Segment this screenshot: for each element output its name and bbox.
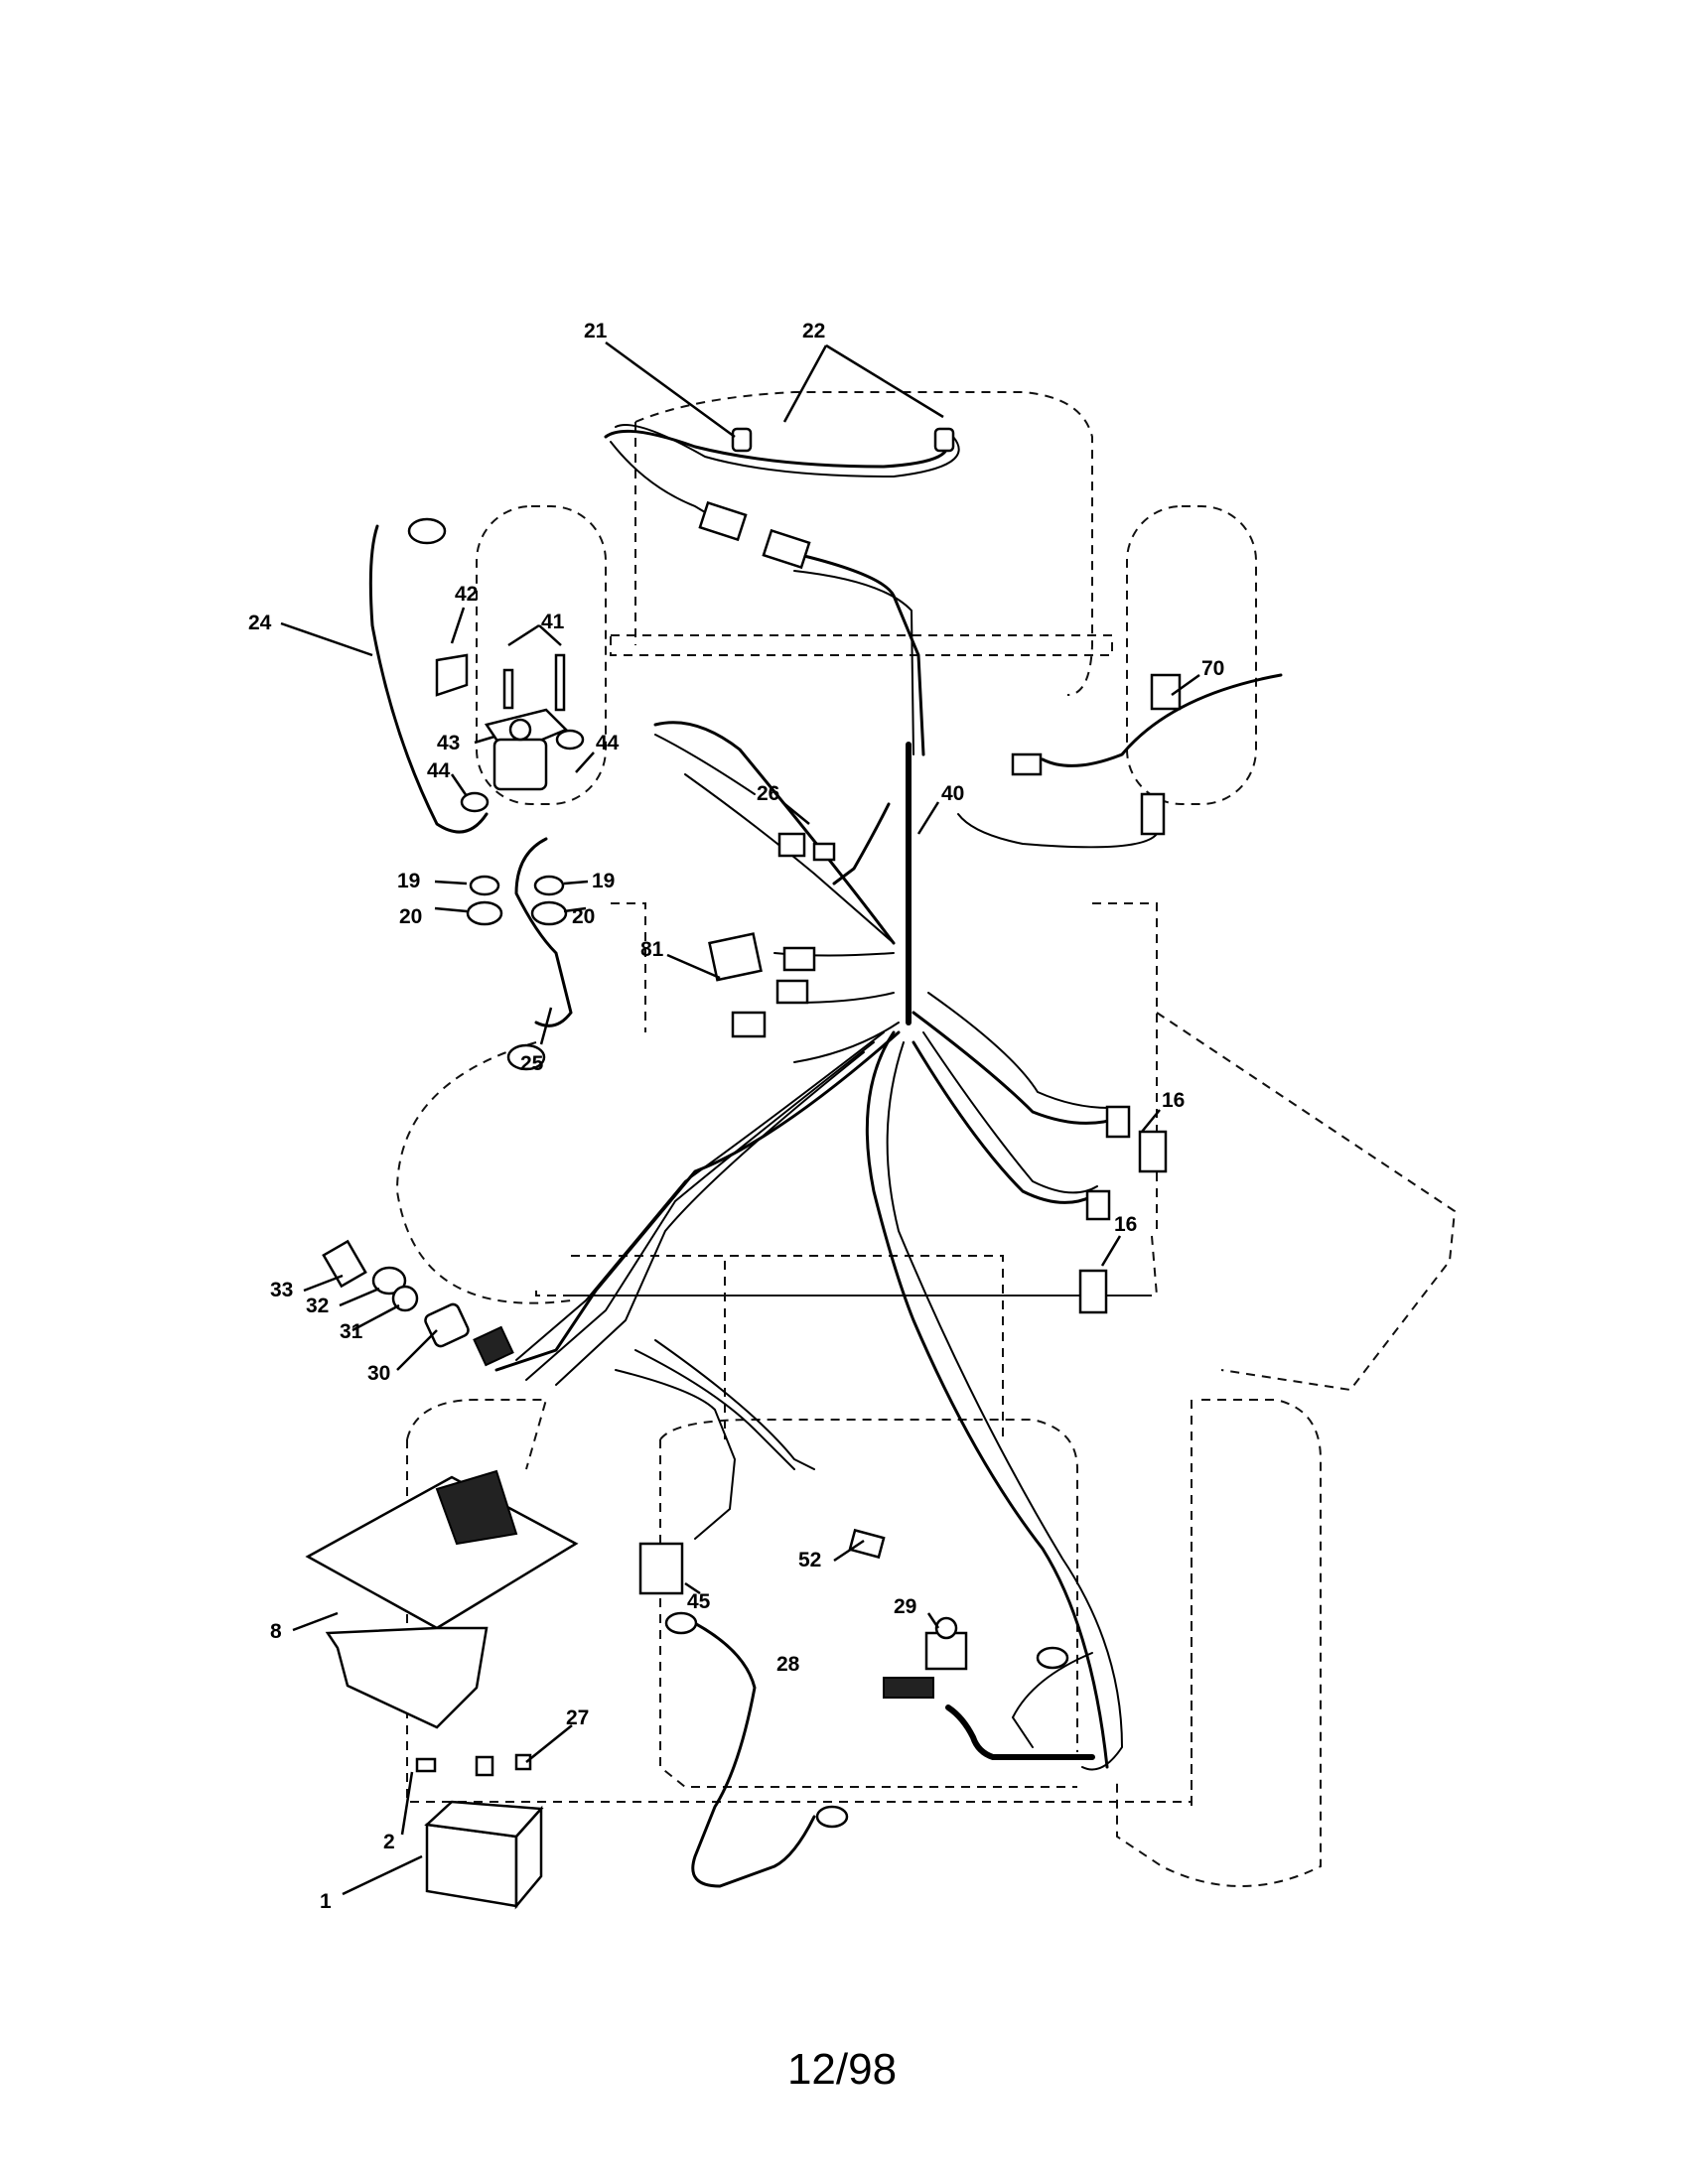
callout-21: 21	[584, 320, 608, 342]
callout-25: 25	[520, 1052, 544, 1075]
harness-plug-icon	[777, 673, 1182, 1221]
page-number: 12/98	[786, 2045, 898, 2094]
solenoid-icon	[435, 653, 569, 791]
callouts: 21 22 24 42 41 70 43 44 44 26 40 19 19 2…	[248, 320, 1224, 1913]
callout-30: 30	[367, 1362, 390, 1385]
connector-plug-icon	[698, 500, 811, 570]
callout-44a: 44	[427, 759, 451, 782]
washer-nut-icon	[460, 729, 585, 926]
callout-29: 29	[894, 1595, 916, 1618]
battery-icon	[415, 1753, 544, 1910]
callout-16b: 16	[1114, 1213, 1137, 1236]
callout-40: 40	[941, 782, 964, 805]
wiring	[368, 424, 1283, 1888]
callout-20b: 20	[572, 905, 595, 928]
callout-24: 24	[248, 612, 272, 634]
callout-52: 52	[798, 1549, 821, 1571]
callout-19b: 19	[592, 870, 615, 892]
safety-switch-icon	[1078, 1130, 1168, 1314]
callout-41: 41	[541, 611, 565, 633]
sensor-switch-icon	[883, 1616, 968, 1699]
callout-28: 28	[776, 1653, 800, 1676]
callout-45: 45	[687, 1590, 711, 1613]
callout-26: 26	[757, 782, 779, 805]
callout-8: 8	[270, 1620, 282, 1643]
callout-31: 31	[340, 1320, 363, 1343]
callout-43: 43	[437, 732, 460, 754]
callout-16a: 16	[1162, 1089, 1185, 1112]
callout-19a: 19	[397, 870, 420, 892]
leader-lines	[280, 341, 1200, 1896]
callout-27: 27	[566, 1706, 589, 1729]
battery-box-icon	[305, 1469, 579, 1729]
callout-2: 2	[383, 1831, 395, 1853]
callout-42: 42	[455, 583, 478, 606]
relay-icon	[708, 932, 816, 1038]
callout-22: 22	[802, 320, 825, 342]
callout-1: 1	[320, 1890, 332, 1913]
callout-32: 32	[306, 1295, 329, 1317]
ignition-switch-icon	[322, 1239, 514, 1367]
light-socket-icon	[731, 427, 955, 453]
callout-81: 81	[640, 938, 664, 961]
fuse-holder-icon	[638, 1528, 886, 1595]
ring-terminal-icon	[407, 517, 1069, 1829]
tractor-outline	[395, 391, 1457, 1887]
callout-70: 70	[1201, 657, 1224, 680]
callout-44b: 44	[596, 732, 620, 754]
callout-33: 33	[270, 1279, 293, 1301]
parts	[305, 427, 1182, 1910]
callout-20a: 20	[399, 905, 422, 928]
